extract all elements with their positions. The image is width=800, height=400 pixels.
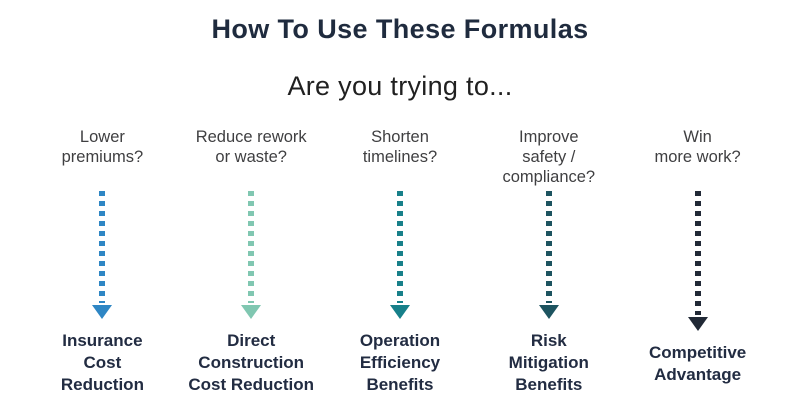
down-arrow-icon: [687, 191, 708, 331]
down-arrow-icon: [92, 191, 113, 319]
question-text: Reduce rework or waste?: [195, 128, 307, 166]
arrow-dotted-line: [694, 191, 701, 315]
question-text: Shorten timelines?: [362, 128, 438, 166]
down-arrow-icon: [241, 191, 262, 319]
arrow-dotted-line: [99, 191, 106, 303]
arrow-dotted-line: [396, 191, 403, 303]
arrow-dotted-line: [545, 191, 552, 303]
question-text: Improve safety / compliance?: [502, 128, 596, 186]
flow-column-risk: Improve safety / compliance? Risk Mitiga…: [474, 127, 623, 396]
flow-column-competitive: Win more work? Competitive Advantage: [623, 127, 772, 396]
arrow-dotted-line: [248, 191, 255, 303]
page-subtitle: Are you trying to...: [287, 71, 513, 101]
arrow-head: [687, 317, 708, 331]
arrow-head: [389, 305, 410, 319]
flow-column-construction: Reduce rework or waste? Direct Construct…: [177, 127, 326, 396]
arrow-head: [92, 305, 113, 319]
down-arrow-icon: [389, 191, 410, 319]
question-text: Win more work?: [654, 128, 741, 166]
flow-columns: Lower premiums? Insurance Cost Reduction…: [28, 127, 772, 396]
outcome-label: Competitive Advantage: [648, 343, 747, 384]
question-text: Lower premiums?: [61, 128, 144, 166]
down-arrow-icon: [538, 191, 559, 319]
outcome-label: Operation Efficiency Benefits: [359, 331, 441, 394]
outcome-label: Insurance Cost Reduction: [60, 331, 144, 394]
page-title: How To Use These Formulas: [211, 14, 589, 44]
flow-column-efficiency: Shorten timelines? Operation Efficiency …: [326, 127, 475, 396]
arrow-head: [241, 305, 262, 319]
outcome-label: Risk Mitigation Benefits: [508, 331, 589, 394]
outcome-label: Direct Construction Cost Reduction: [188, 331, 314, 394]
arrow-head: [538, 305, 559, 319]
flow-column-insurance: Lower premiums? Insurance Cost Reduction: [28, 127, 177, 396]
